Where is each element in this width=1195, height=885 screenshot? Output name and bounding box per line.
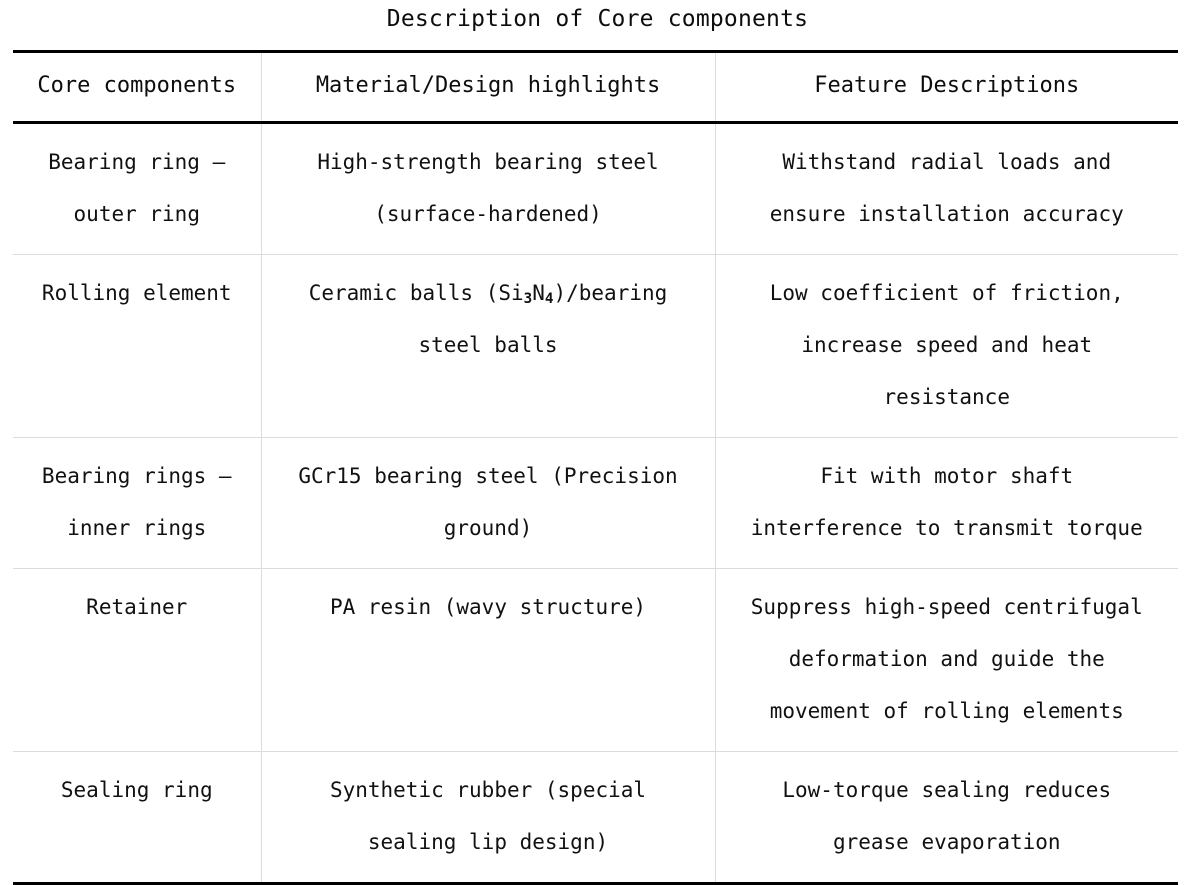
cell-text-line: Fit with motor shaft	[820, 464, 1074, 488]
table-container: Core components Material/Design highligh…	[13, 50, 1178, 885]
cell-text-line: movement of rolling elements	[769, 699, 1124, 723]
cell-material-highlights: Synthetic rubber (special sealing lip de…	[261, 751, 716, 884]
cell-core-component: Sealing ring	[13, 751, 262, 884]
cell-text-line: sealing lip design)	[367, 830, 609, 854]
cell-text-line: Synthetic rubber (special	[329, 778, 647, 802]
cell-text-line: Sealing ring	[60, 778, 213, 802]
cell-text-line: Bearing rings –	[41, 464, 232, 488]
cell-material-highlights: GCr15 bearing steel (Precision ground)	[261, 437, 716, 569]
table-page: Description of Core components Core comp…	[13, 6, 1178, 885]
table-header: Core components Material/Design highligh…	[13, 51, 1178, 123]
formula-prefix: Ceramic balls (Si	[308, 281, 524, 305]
column-header-material-design-highlights: Material/Design highlights	[261, 51, 716, 123]
page-title: Description of Core components	[386, 6, 809, 32]
cell-feature-description: Fit with motor shaft interference to tra…	[715, 438, 1178, 569]
table-row: Retainer PA resin (wavy structure) Suppr…	[13, 568, 1178, 752]
cell-feature-description: Suppress high-speed centrifugal deformat…	[715, 569, 1178, 752]
cell-text-line: Withstand radial loads and	[782, 150, 1112, 174]
cell-text-line: Low-torque sealing reduces	[782, 778, 1112, 802]
cell-text-line: interference to transmit torque	[750, 516, 1143, 540]
column-header-feature-descriptions: Feature Descriptions	[814, 73, 1080, 98]
cell-core-component: Retainer	[13, 568, 262, 752]
cell-text-line: deformation and guide the	[788, 647, 1105, 671]
cell-text-line: steel balls	[418, 333, 558, 357]
column-header-core-components: Core components	[13, 51, 262, 123]
cell-text-line: ensure installation accuracy	[769, 202, 1124, 226]
cell-text-line: Retainer	[86, 595, 188, 619]
cell-text-line: inner rings	[67, 516, 207, 540]
table-header-row: Core components Material/Design highligh…	[13, 51, 1178, 123]
cell-text-line: outer ring	[73, 202, 200, 226]
cell-feature-description: Low coefficient of friction, increase sp…	[715, 255, 1178, 438]
cell-text-line: GCr15 bearing steel (Precision	[298, 464, 678, 488]
cell-text-line: Low coefficient of friction,	[769, 281, 1124, 305]
table-body: Bearing ring – outer ring High-strength …	[13, 122, 1178, 884]
cell-feature-description: Low-torque sealing reduces grease evapor…	[715, 752, 1178, 884]
table-row: Bearing ring – outer ring High-strength …	[13, 122, 1178, 255]
cell-text-line: grease evaporation	[832, 830, 1061, 854]
cell-material-highlights: PA resin (wavy structure)	[261, 568, 716, 752]
cell-text-line: Suppress high-speed centrifugal	[750, 595, 1143, 619]
cell-text-line: PA resin (wavy structure)	[329, 595, 647, 619]
cell-material-highlights: Ceramic balls (Si3N4)/bearing steel ball…	[261, 254, 716, 438]
cell-material-highlights: High-strength bearing steel (surface-har…	[261, 122, 716, 255]
cell-feature-description: Withstand radial loads and ensure instal…	[715, 123, 1178, 255]
cell-text-line: resistance	[883, 385, 1010, 409]
cell-core-component: Bearing ring – outer ring	[13, 122, 262, 255]
cell-core-component: Bearing rings – inner rings	[13, 437, 262, 569]
table-row: Bearing rings – inner rings GCr15 bearin…	[13, 437, 1178, 569]
cell-text-line: Bearing ring –	[48, 150, 226, 174]
formula-middle: N	[532, 281, 545, 305]
core-components-table: Core components Material/Design highligh…	[13, 50, 1178, 885]
formula-suffix: )/bearing	[553, 281, 668, 305]
formula-subscript: 3	[523, 291, 533, 308]
cell-text-line: High-strength bearing steel	[317, 150, 659, 174]
cell-text-line: increase speed and heat	[801, 333, 1093, 357]
cell-text-line-formula: Ceramic balls (Si3N4)/bearing	[272, 267, 705, 319]
cell-text-line: Rolling element	[41, 281, 232, 305]
formula-subscript: 4	[544, 291, 554, 308]
cell-text-line: ground)	[443, 516, 533, 540]
cell-text-line: (surface-hardened)	[374, 202, 602, 226]
table-row: Rolling element Ceramic balls (Si3N4)/be…	[13, 254, 1178, 438]
table-row: Sealing ring Synthetic rubber (special s…	[13, 751, 1178, 884]
cell-core-component: Rolling element	[13, 254, 262, 438]
